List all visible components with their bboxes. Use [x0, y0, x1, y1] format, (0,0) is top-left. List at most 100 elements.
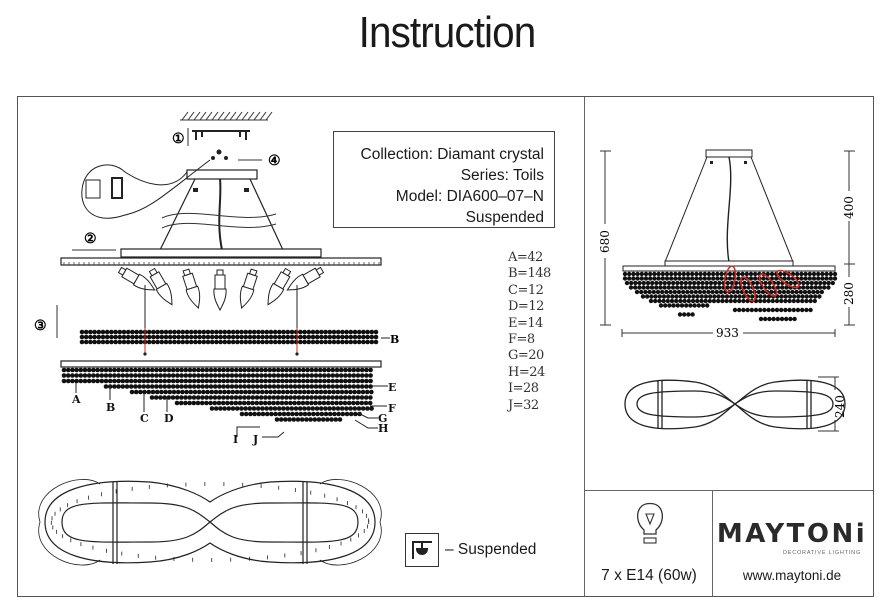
crystal-bead [368, 395, 373, 400]
crystal-bead [647, 289, 652, 295]
crystal-bead [656, 276, 661, 281]
crystal-bead [361, 334, 366, 340]
crystal-bead [748, 289, 753, 295]
crystal-bead [213, 389, 219, 395]
crystal-bead [133, 384, 138, 389]
crystal-bead [212, 378, 218, 384]
crystal-bead [822, 285, 827, 290]
crystal-bead [317, 378, 323, 384]
crystal-bead [719, 271, 724, 277]
crystal-bead [313, 373, 319, 378]
crystal-bead [766, 298, 771, 304]
crystal-bead [314, 339, 320, 345]
crystal-bead [304, 400, 310, 406]
crystal-bead [141, 367, 147, 373]
crystal-bead [280, 373, 285, 378]
crystal-bead [212, 373, 218, 378]
crystal-bead [692, 280, 697, 286]
crystal-bead [88, 329, 93, 335]
crystal-bead [688, 303, 693, 308]
crystal-bead [682, 294, 688, 299]
right-panel-divider [585, 490, 873, 491]
crystal-body-side [622, 271, 838, 322]
crystal-bead [368, 378, 373, 384]
crystal-bead [70, 378, 75, 384]
crystal-bead [671, 280, 676, 286]
crystal-bead [217, 384, 222, 389]
crystal-bead [705, 303, 710, 308]
crystal-bead [348, 411, 354, 417]
crystal-bead [271, 384, 277, 389]
crystal-bead [183, 378, 189, 384]
crystal-bead [208, 384, 214, 389]
crystal-bead [226, 406, 232, 411]
crystal-bead [775, 285, 781, 290]
label-i: I [233, 433, 238, 446]
crystal-bead [758, 316, 764, 322]
crystal-bead [656, 271, 661, 277]
crystal-bead [251, 389, 257, 395]
crystal-bead [784, 285, 789, 290]
crystal-bead [91, 373, 96, 378]
crystal-count-item: I=28 [508, 381, 539, 397]
crystal-bead [95, 367, 100, 373]
crystal-bead [104, 329, 110, 335]
crystal-bead [334, 384, 340, 389]
crystal-bead [788, 280, 793, 286]
crystal-bead [285, 339, 291, 345]
crystal-bead [687, 294, 692, 299]
crystal-bead [319, 334, 324, 340]
crystal-bead [690, 276, 695, 281]
crystal-bead [277, 339, 282, 345]
crystal-bead [254, 367, 260, 373]
crystal-bead [138, 389, 143, 395]
crystal-bead [657, 298, 662, 304]
crystal-bead [338, 367, 344, 373]
crystal-bead [783, 307, 788, 313]
crystal-bead [229, 400, 234, 406]
crystal-bead [744, 271, 749, 277]
crystal-bead [658, 280, 663, 286]
crystal-bead [183, 367, 189, 373]
crystal-bead [649, 294, 654, 299]
crystal-bead [213, 406, 219, 411]
brand-url[interactable]: www.maytoni.de [742, 568, 842, 583]
crystal-bead [195, 395, 201, 400]
crystal-bead [655, 289, 661, 295]
crystal-bead [657, 294, 662, 299]
crystal-bead [95, 378, 100, 384]
series-text: Series: Toils [460, 167, 544, 184]
crystal-bead [351, 395, 356, 400]
crystal-bead [88, 334, 93, 340]
crystal-count-item: F=8 [508, 332, 535, 348]
crystal-bead [711, 298, 717, 304]
crystal-bead [691, 294, 696, 299]
crystal-bead [216, 395, 222, 400]
crystal-bead [321, 395, 327, 400]
crystal-bead [368, 367, 373, 373]
crystal-bead [238, 367, 243, 373]
crystal-bead [167, 334, 173, 340]
crystal-bead [347, 373, 352, 378]
crystal-bead [338, 373, 344, 378]
crystal-bead [281, 334, 286, 340]
top-outline [624, 379, 846, 430]
crystal-bead [103, 373, 109, 378]
crystal-bead [624, 280, 630, 286]
crystal-bead [779, 307, 784, 313]
crystal-bead [276, 389, 282, 395]
crystal-bead [251, 406, 257, 411]
crystal-bead [762, 298, 767, 304]
crystal-bead [323, 339, 328, 345]
crystal-bead [61, 373, 67, 378]
crystal-bead [271, 367, 277, 373]
crystal-bead [99, 373, 105, 378]
crystal-bead [296, 400, 302, 406]
crystal-bead [335, 406, 341, 411]
crystal-bead [342, 395, 348, 400]
dim-cable-height: 400 [842, 196, 856, 219]
crystal-bead [120, 373, 126, 378]
crystal-bead [326, 367, 331, 373]
crystal-bead [155, 334, 160, 340]
crystal-bead [293, 406, 299, 411]
